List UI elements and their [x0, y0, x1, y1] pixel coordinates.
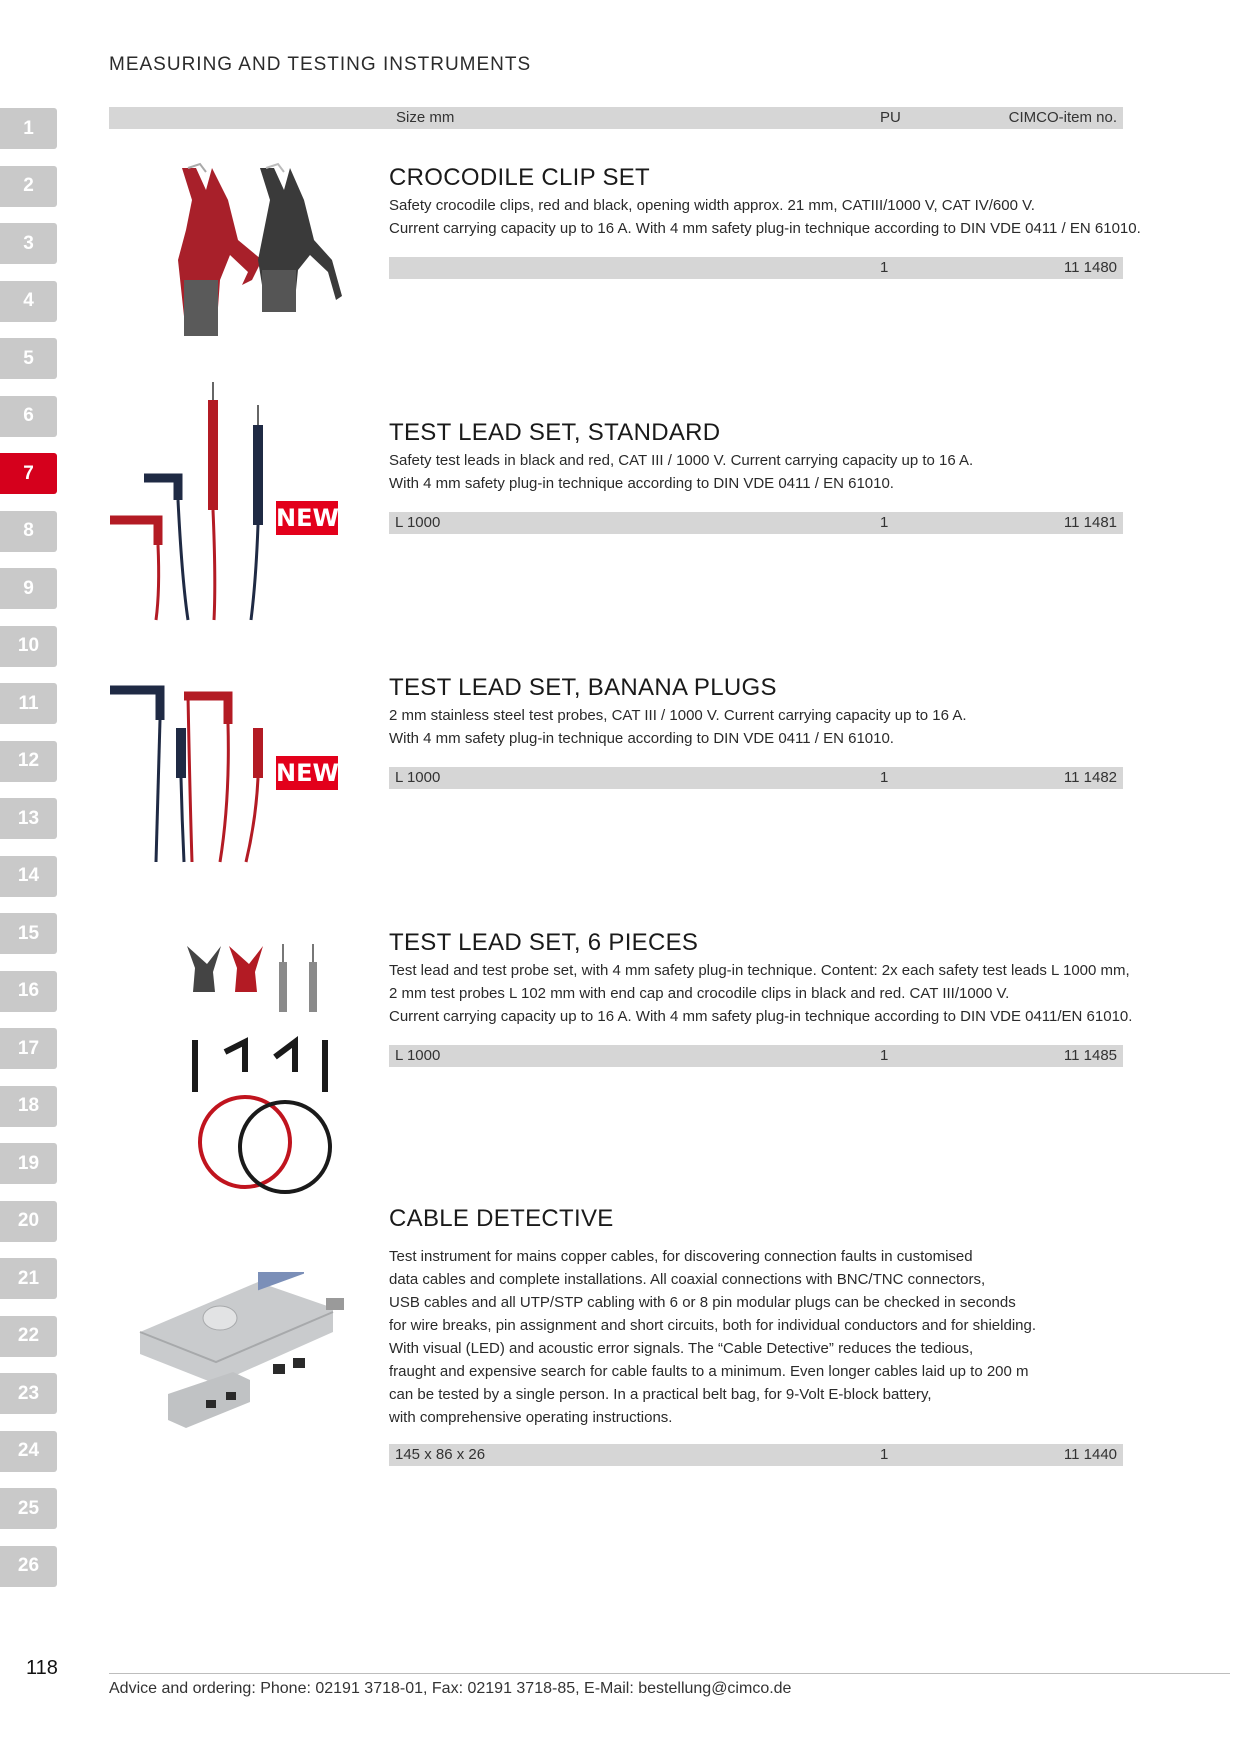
product-description: Test lead and test probe set, with 4 mm …: [389, 959, 1133, 1028]
chapter-tab-12[interactable]: 12: [0, 740, 57, 782]
chapter-tab-3[interactable]: 3: [0, 223, 57, 264]
description-line: With visual (LED) and acoustic error sig…: [389, 1340, 974, 1357]
product-description: Safety crocodile clips, red and black, o…: [389, 194, 1141, 240]
row-pu: 1: [872, 1444, 939, 1466]
description-line: for wire breaks, pin assignment and shor…: [389, 1317, 1036, 1334]
chapter-tab-22[interactable]: 22: [0, 1315, 57, 1357]
new-badge: NEW!: [276, 756, 350, 790]
row-size: L 1000: [389, 1045, 869, 1067]
product-title: CABLE DETECTIVE: [389, 1205, 614, 1232]
description-line: data cables and complete installations. …: [389, 1271, 986, 1288]
section-title: MEASURING AND TESTING INSTRUMENTS: [109, 54, 532, 75]
header-size: Size mm: [109, 107, 869, 129]
chapter-tab-20[interactable]: 20: [0, 1200, 57, 1242]
description-line: With 4 mm safety plug-in technique accor…: [389, 730, 894, 747]
chapter-tab-11[interactable]: 11: [0, 683, 57, 724]
cable-detective-image: [139, 1272, 344, 1428]
description-line: Safety test leads in black and red, CAT …: [389, 452, 974, 469]
footer-contact: Advice and ordering: Phone: 02191 3718-0…: [109, 1680, 792, 1697]
chapter-tab-5[interactable]: 5: [0, 338, 57, 379]
description-line: With 4 mm safety plug-in technique accor…: [389, 475, 894, 492]
header-item-no: CIMCO-item no.: [942, 107, 1123, 129]
chapter-tab-14[interactable]: 14: [0, 855, 57, 897]
description-line: Current carrying capacity up to 16 A. Wi…: [389, 220, 1141, 237]
row-size: [389, 257, 869, 279]
test-lead-standard-image: [110, 382, 263, 621]
description-line: 2 mm stainless steel test probes, CAT II…: [389, 707, 967, 724]
row-item-no: 11 1480: [942, 257, 1123, 279]
description-line: fraught and expensive search for cable f…: [389, 1363, 1029, 1380]
row-size: 145 x 86 x 26: [389, 1444, 869, 1466]
chapter-tab-21[interactable]: 21: [0, 1258, 57, 1299]
product-row: L 1000 1 11 1482: [389, 767, 1123, 789]
product-row: L 1000 1 11 1485: [389, 1045, 1123, 1067]
new-badge: NEW!: [276, 501, 350, 535]
description-line: Safety crocodile clips, red and black, o…: [389, 197, 1035, 214]
row-pu: 1: [872, 767, 939, 789]
table-header: Size mm PU CIMCO-item no.: [109, 107, 1123, 129]
test-lead-6-pieces-image: [187, 944, 332, 1194]
product-row: 1 11 1480: [389, 257, 1123, 279]
chapter-tab-6[interactable]: 6: [0, 395, 57, 437]
description-line: 2 mm test probes L 102 mm with end cap a…: [389, 985, 1010, 1002]
row-item-no: 11 1482: [942, 767, 1123, 789]
chapter-tab-23[interactable]: 23: [0, 1373, 57, 1414]
chapter-tab-15[interactable]: 15: [0, 913, 57, 954]
description-line: Test instrument for mains copper cables,…: [389, 1248, 973, 1265]
chapter-tab-7-active[interactable]: 7: [0, 453, 57, 494]
row-size: L 1000: [389, 512, 869, 534]
description-line: Current carrying capacity up to 16 A. Wi…: [389, 1008, 1133, 1025]
chapter-tab-24[interactable]: 24: [0, 1430, 57, 1472]
chapter-tab-18[interactable]: 18: [0, 1085, 57, 1127]
product-row: 145 x 86 x 26 1 11 1440: [389, 1444, 1123, 1466]
chapter-tab-26[interactable]: 26: [0, 1545, 57, 1587]
footer-divider: [109, 1673, 1230, 1674]
row-pu: 1: [872, 257, 939, 279]
chapter-tab-10[interactable]: 10: [0, 625, 57, 667]
row-pu: 1: [872, 1045, 939, 1067]
row-item-no: 11 1485: [942, 1045, 1123, 1067]
product-title: CROCODILE CLIP SET: [389, 164, 651, 191]
crocodile-clip-image: [178, 162, 342, 336]
product-title: TEST LEAD SET, STANDARD: [389, 419, 721, 446]
product-title: TEST LEAD SET, 6 PIECES: [389, 929, 699, 956]
description-line: USB cables and all UTP/STP cabling with …: [389, 1294, 1016, 1311]
chapter-tab-1[interactable]: 1: [0, 108, 57, 149]
chapter-tab-19[interactable]: 19: [0, 1143, 57, 1184]
chapter-tab-9[interactable]: 9: [0, 568, 57, 609]
product-description: Safety test leads in black and red, CAT …: [389, 449, 1129, 495]
description-line: with comprehensive operating instruction…: [389, 1409, 673, 1426]
header-pu: PU: [872, 107, 939, 129]
row-pu: 1: [872, 512, 939, 534]
chapter-tab-2[interactable]: 2: [0, 165, 57, 207]
test-lead-banana-image: [110, 685, 263, 863]
chapter-tab-4[interactable]: 4: [0, 280, 57, 322]
row-item-no: 11 1481: [942, 512, 1123, 534]
row-size: L 1000: [389, 767, 869, 789]
product-description: Test instrument for mains copper cables,…: [389, 1245, 1129, 1429]
chapter-tab-13[interactable]: 13: [0, 798, 57, 839]
description-line: Test lead and test probe set, with 4 mm …: [389, 962, 1130, 979]
product-title: TEST LEAD SET, BANANA PLUGS: [389, 674, 777, 701]
chapter-tab-16[interactable]: 16: [0, 970, 57, 1012]
chapter-tab-25[interactable]: 25: [0, 1488, 57, 1529]
row-item-no: 11 1440: [942, 1444, 1123, 1466]
product-description: 2 mm stainless steel test probes, CAT II…: [389, 704, 1129, 750]
product-row: L 1000 1 11 1481: [389, 512, 1123, 534]
page-number: 118: [26, 1657, 58, 1679]
description-line: can be tested by a single person. In a p…: [389, 1386, 932, 1403]
chapter-tab-17[interactable]: 17: [0, 1028, 57, 1069]
chapter-tab-8[interactable]: 8: [0, 510, 57, 552]
